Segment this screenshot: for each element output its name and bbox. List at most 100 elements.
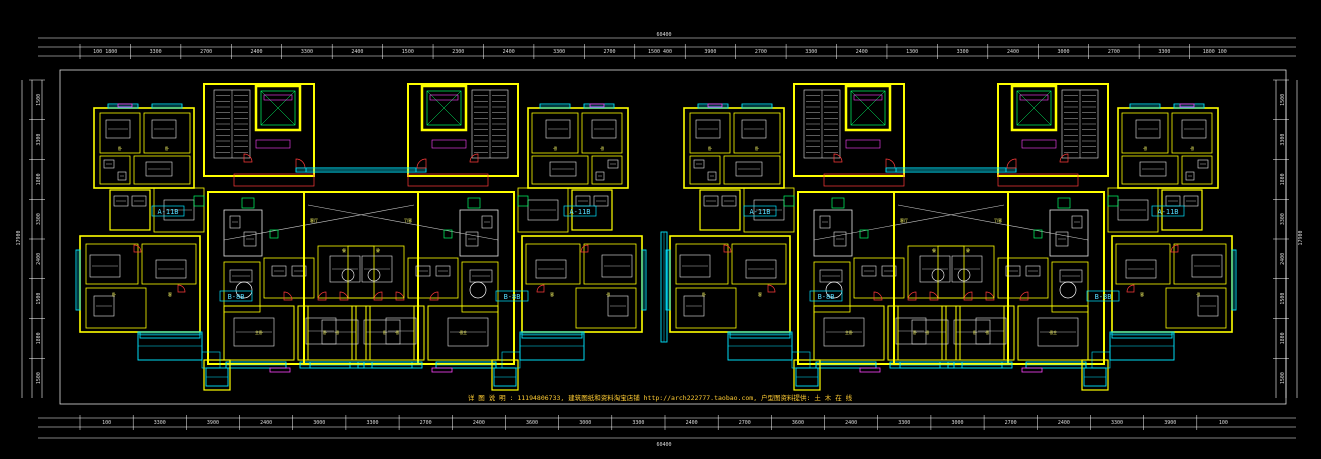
- fixture: [1107, 195, 1119, 207]
- b-unit-kitchen: [461, 261, 499, 313]
- furniture: [881, 265, 897, 277]
- elevator-panel: [263, 94, 293, 101]
- b-unit-bedroom: [307, 305, 367, 361]
- accent-strip: [589, 103, 605, 108]
- core-walls: [407, 83, 519, 177]
- half-part-direct: 卧卧卧客主卧卧卧餐客厅: [665, 83, 1017, 391]
- unit-tag-label: B-8B: [228, 293, 245, 301]
- top-dim-label: 2400: [856, 49, 868, 55]
- room-label: 卧: [600, 145, 604, 151]
- furniture: [683, 295, 705, 317]
- furniture: [145, 161, 173, 177]
- furniture: [229, 215, 241, 229]
- lobby-sign: [255, 139, 291, 149]
- bottom-dim-label: 3000: [951, 420, 963, 426]
- bottom-dimension-chain: [38, 417, 1296, 439]
- building-half-right: 卧卧卧客主卧卧卧餐客厅卧卧卧客主卧卧卧餐客厅: [660, 83, 1237, 391]
- bottom-dim-label: 100: [102, 420, 111, 426]
- a-unit-bath: [591, 155, 623, 185]
- room-label: 卧: [708, 145, 712, 151]
- unit-tag-label: A-11B: [749, 208, 770, 216]
- fixture: [443, 229, 453, 239]
- bottom-dim-label: 3300: [1111, 420, 1123, 426]
- furniture: [703, 195, 719, 207]
- right-side-dim-label: 3300: [1280, 213, 1286, 225]
- b-unit-bay: [793, 359, 821, 391]
- footer-note: 详 图 说 明 : 11194806733, 建筑图纸和资料淘宝店铺 http:…: [468, 393, 853, 402]
- accent-strip: [117, 103, 133, 108]
- room-label: 卧: [112, 291, 116, 297]
- furniture: [1191, 254, 1223, 278]
- furniture: [103, 159, 115, 169]
- unit-tag-label: A-11B: [157, 208, 178, 216]
- door-swing: [177, 284, 186, 293]
- furniture: [321, 319, 359, 345]
- right-side-dim-label: 3300: [1280, 134, 1286, 146]
- b-unit-bath-2: [263, 257, 315, 299]
- furniture: [93, 295, 115, 317]
- furniture: [1181, 119, 1207, 139]
- top-dim-label: 3300: [553, 49, 565, 55]
- furniture: [1055, 231, 1069, 247]
- furniture: [447, 317, 489, 347]
- a-unit-study: [675, 287, 737, 329]
- right-side-dim-label: 1800: [1280, 173, 1286, 185]
- half-part-direct: 卧卧卧客主卧卧卧餐客厅: [75, 83, 427, 391]
- a-unit-living: [517, 187, 569, 233]
- furniture: [607, 295, 629, 317]
- top-dim-label: 2400: [250, 49, 262, 55]
- top-dim-label: 2400: [1007, 49, 1019, 55]
- accent-strip: [431, 367, 453, 373]
- furniture: [545, 119, 571, 139]
- door-swing: [767, 284, 776, 293]
- b-unit-hall-line: [223, 204, 415, 241]
- furniture: [305, 317, 337, 345]
- room-label: 主卧: [1049, 329, 1057, 335]
- room-label: 卧: [606, 291, 610, 297]
- accent-strip: [1021, 367, 1043, 373]
- furniture: [1135, 119, 1161, 139]
- b-unit-outline: [303, 191, 515, 365]
- door-swing: [339, 291, 349, 301]
- elevator-cross: [260, 90, 296, 126]
- furniture: [951, 255, 983, 283]
- furniture: [329, 255, 361, 283]
- a-unit-dining: [133, 155, 191, 185]
- room-label: 客: [1140, 291, 1144, 297]
- elevator-panel: [1019, 94, 1049, 101]
- a-unit-bedroom: [525, 243, 581, 285]
- elevator-cross: [850, 90, 886, 126]
- right-side-dim-label: 2400: [1280, 253, 1286, 265]
- door-swing: [580, 244, 589, 253]
- room-label: 客: [550, 291, 554, 297]
- room-label: 主卧: [255, 329, 263, 335]
- b-unit-hall-line: [813, 204, 1005, 241]
- top-dim-label: 3300: [957, 49, 969, 55]
- room-label: 客: [168, 291, 172, 297]
- bottom-dim-label: 3000: [313, 420, 325, 426]
- overall-dim-bottom: 60400: [656, 442, 671, 448]
- furniture: [819, 215, 831, 229]
- room-label: 卧: [1143, 145, 1147, 151]
- b-unit-bay-window: [791, 351, 811, 369]
- room-label: 餐: [376, 247, 380, 253]
- a-unit-bedroom: [1121, 112, 1169, 154]
- room-label: 客厅: [310, 217, 318, 223]
- furniture: [1139, 161, 1167, 177]
- accent-strip: [859, 367, 881, 373]
- elevator-car: [426, 90, 462, 126]
- furniture: [113, 195, 129, 207]
- left-side-dim-label: 1500: [36, 293, 42, 305]
- furniture: [229, 269, 253, 283]
- top-dim-label: 2400: [503, 49, 515, 55]
- a-unit-bedroom: [143, 112, 191, 154]
- bottom-dim-label: 3000: [579, 420, 591, 426]
- room-label: 卧: [1190, 145, 1194, 151]
- top-dim-label: 2300: [452, 49, 464, 55]
- furniture: [693, 159, 705, 169]
- b-unit-hall-line: [307, 204, 499, 241]
- furniture: [819, 269, 843, 283]
- top-dim-label: 1500: [402, 49, 414, 55]
- bottom-dim-label: 3300: [632, 420, 644, 426]
